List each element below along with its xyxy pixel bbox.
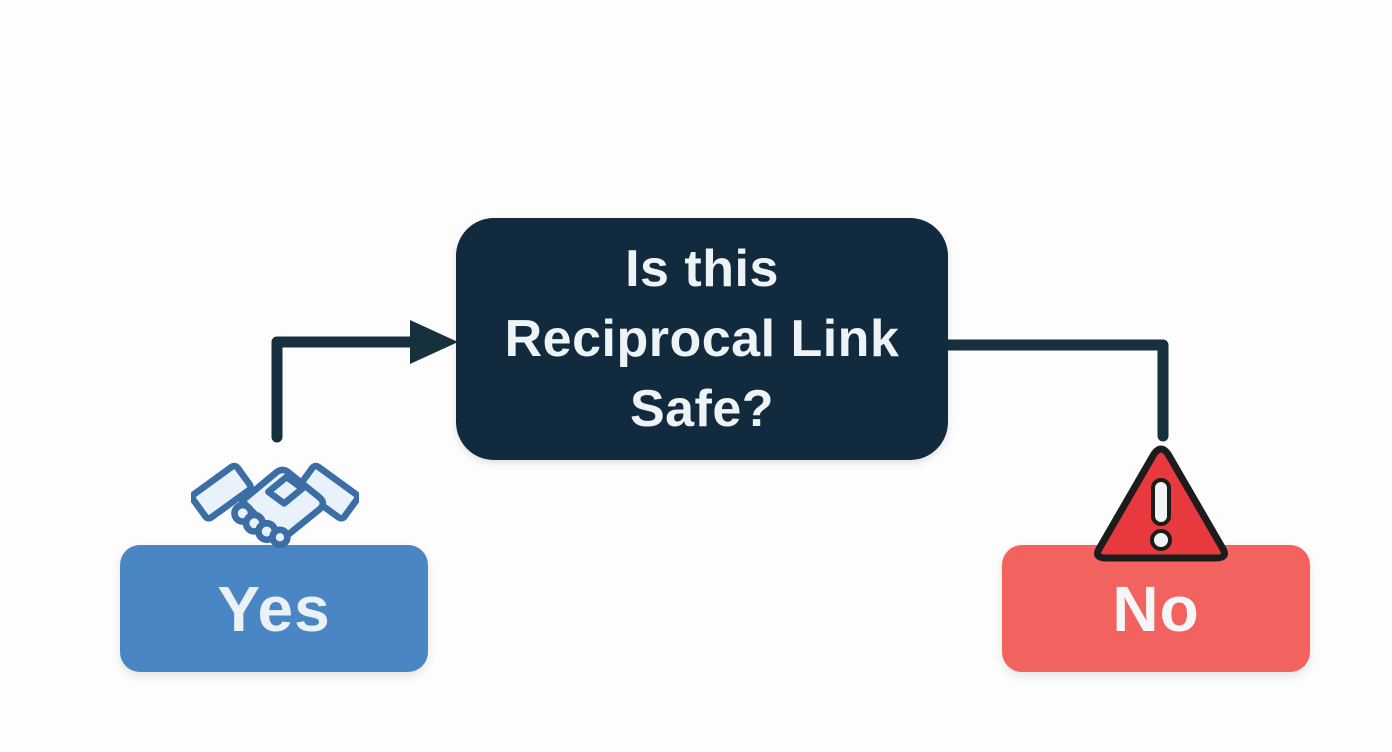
- yes-node: Yes: [120, 545, 428, 672]
- question-line-3: Safe?: [629, 380, 775, 438]
- handshake-thumb: [265, 473, 306, 507]
- no-label: No: [1112, 572, 1200, 645]
- yes-arrow-line: [271, 336, 418, 443]
- question-node: Is this Reciprocal Link Safe?: [456, 218, 948, 460]
- no-branch-connector: [945, 339, 1169, 442]
- question-line-1: Is this: [625, 240, 779, 298]
- warning-triangle-icon: [1094, 445, 1228, 562]
- handshake-icon: [191, 462, 359, 549]
- yes-label: Yes: [217, 572, 331, 645]
- yes-arrowhead: [410, 320, 458, 364]
- warning-exclamation-bar: [1151, 478, 1171, 526]
- handshake-knuckle: [269, 526, 291, 549]
- no-node: No: [1002, 545, 1310, 672]
- no-connector-line: [945, 339, 1169, 442]
- question-line-2: Reciprocal Link: [504, 310, 900, 368]
- handshake-left-sleeve: [191, 462, 254, 522]
- warning-exclamation-dot: [1150, 529, 1172, 551]
- yes-branch-arrow: [271, 320, 458, 443]
